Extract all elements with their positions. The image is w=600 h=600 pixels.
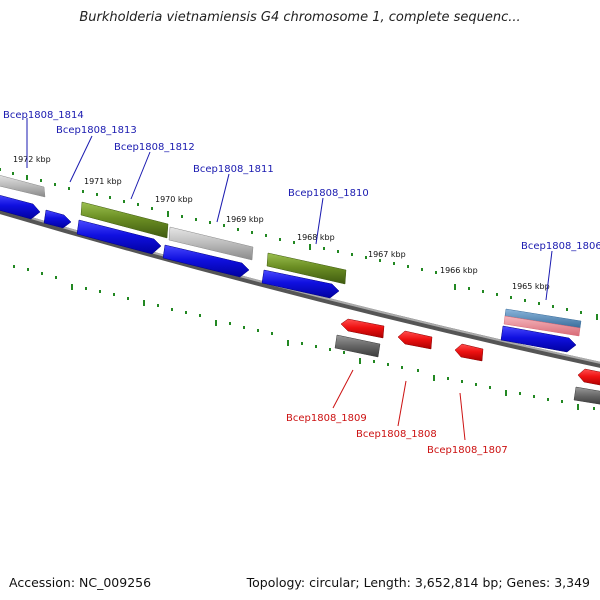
cds-arrow-1809[interactable] — [340, 318, 385, 339]
cds-arrow-1810[interactable] — [261, 269, 340, 299]
kbp-label: 1965 kbp — [512, 282, 550, 291]
kbp-label: 1971 kbp — [84, 177, 122, 186]
gene-label-1806[interactable]: Bcep1808_1806 — [521, 241, 600, 252]
gene-feature-1812[interactable] — [80, 201, 169, 239]
lower-tick-ring — [13, 265, 595, 410]
kbp-label: 1972 kbp — [13, 155, 51, 164]
gene-feature-1810[interactable] — [266, 252, 347, 285]
upper-tick-ring — [0, 168, 598, 320]
leader-line — [315, 197, 324, 245]
kbp-label: 1969 kbp — [226, 215, 264, 224]
gene-feature-1806-b[interactable] — [503, 315, 581, 337]
cds-arrow-1808[interactable] — [397, 330, 433, 350]
genome-summary-text: Topology: circular; Length: 3,652,814 bp… — [246, 575, 590, 590]
cds-arrow-right-edge[interactable] — [577, 368, 600, 386]
gene-label-1814[interactable]: Bcep1808_1814 — [3, 110, 84, 121]
gene-feature-1809[interactable] — [334, 334, 381, 358]
reverse-cds-track — [340, 318, 600, 386]
cds-arrow-1806[interactable] — [500, 325, 577, 353]
forward-gene-track — [0, 174, 582, 337]
gene-label-1810[interactable]: Bcep1808_1810 — [288, 188, 369, 199]
cds-arrow-1814[interactable] — [0, 194, 41, 220]
gene-feature-1814[interactable] — [0, 174, 46, 198]
map-title: Burkholderia vietnamiensis G4 chromosome… — [79, 10, 521, 25]
gene-label-1812[interactable]: Bcep1808_1812 — [114, 142, 195, 153]
kbp-label: 1970 kbp — [155, 195, 193, 204]
leader-line — [397, 380, 407, 427]
cds-arrow-1813[interactable] — [43, 209, 72, 229]
cds-arrow-1811[interactable] — [162, 244, 250, 278]
kbp-label: 1966 kbp — [440, 266, 478, 275]
leader-line — [216, 173, 230, 223]
forward-cds-track — [0, 194, 577, 353]
leader-line — [332, 369, 354, 409]
gene-label-1809[interactable]: Bcep1808_1809 — [286, 413, 367, 424]
gene-label-1813[interactable]: Bcep1808_1813 — [56, 125, 137, 136]
leader-line — [69, 135, 93, 183]
kbp-label: 1967 kbp — [368, 250, 406, 259]
gene-feature-right-edge[interactable] — [573, 386, 600, 405]
leader-line — [130, 151, 151, 200]
leader-line — [459, 392, 466, 441]
cds-arrow-1812[interactable] — [76, 219, 162, 255]
kbp-label: 1968 kbp — [297, 233, 335, 242]
accession-text: Accession: NC_009256 — [9, 575, 152, 590]
gene-label-1808[interactable]: Bcep1808_1808 — [356, 429, 437, 440]
cds-arrow-1807[interactable] — [454, 343, 484, 362]
reverse-gene-track — [334, 334, 600, 405]
gene-label-1807[interactable]: Bcep1808_1807 — [427, 445, 508, 456]
gene-feature-1811[interactable] — [168, 226, 254, 261]
leader-line — [545, 250, 553, 301]
gene-label-1811[interactable]: Bcep1808_1811 — [193, 164, 274, 175]
